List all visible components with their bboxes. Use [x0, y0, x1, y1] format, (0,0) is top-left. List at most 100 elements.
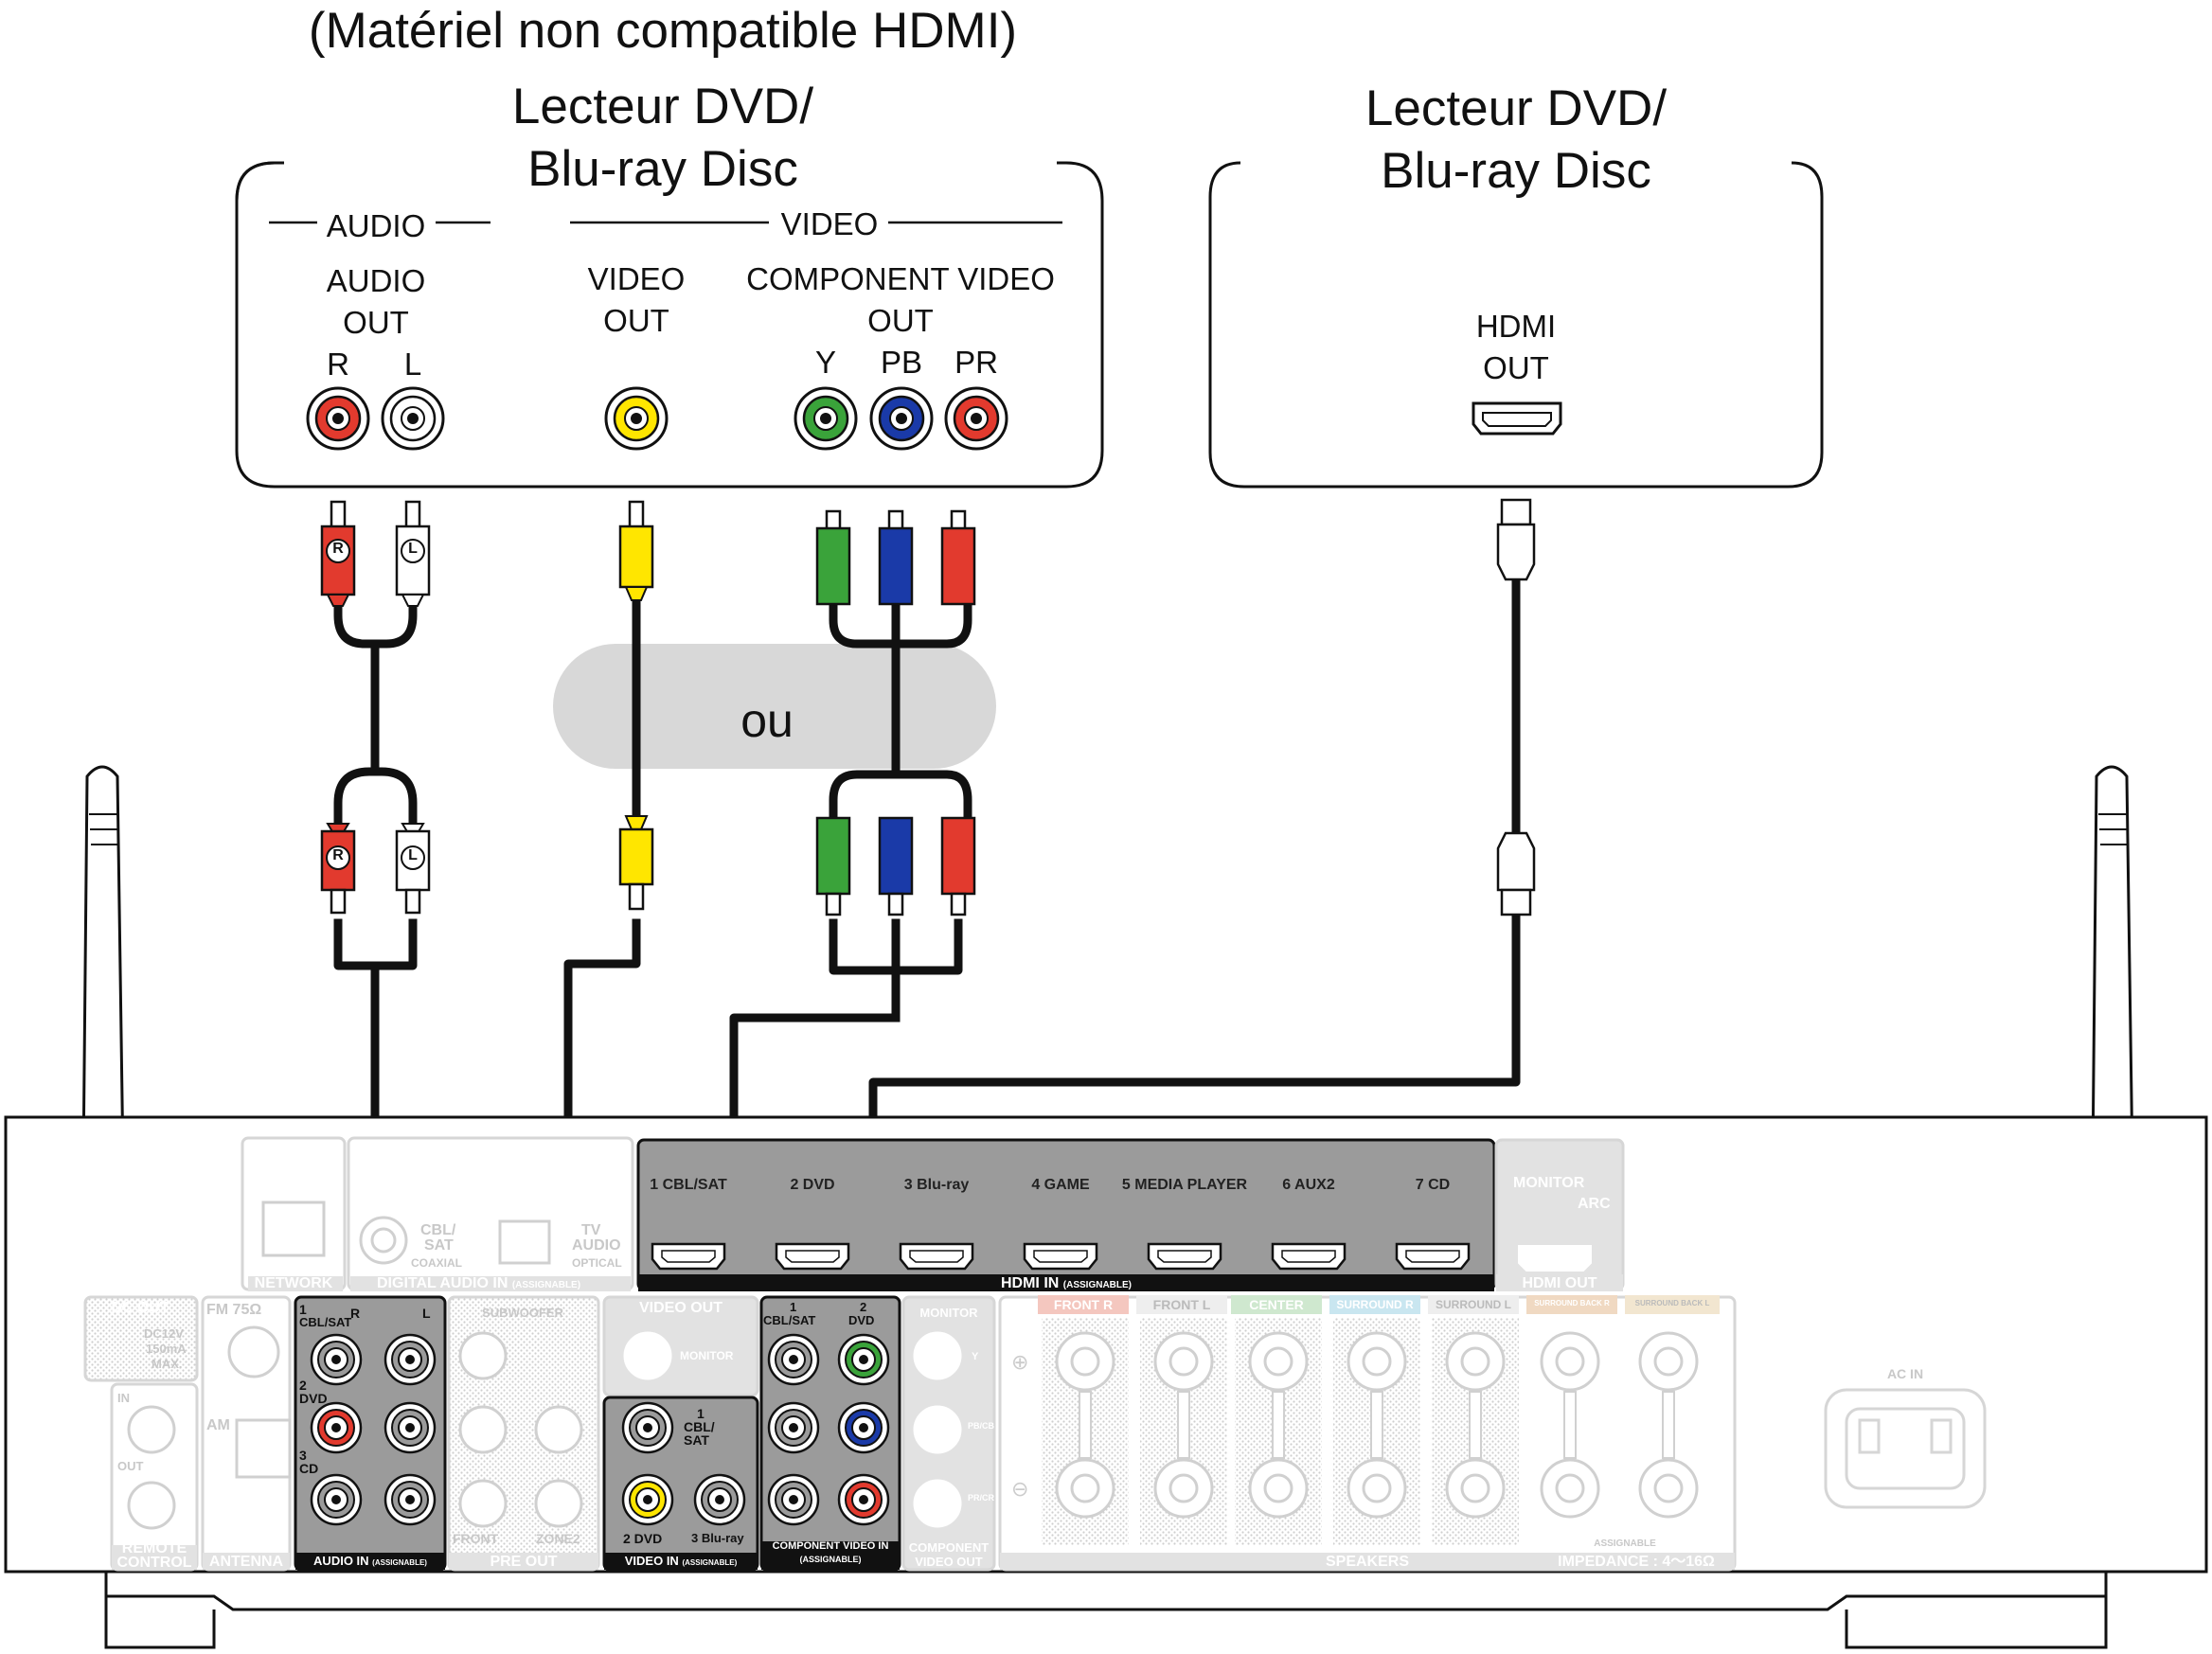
speakers-label: SPEAKERS [1325, 1554, 1410, 1570]
comp-in-line2: (ASSIGNABLE) [799, 1555, 862, 1564]
comp-in-line1: COMPONENT VIDEO IN [772, 1540, 889, 1552]
hdmi-in-port-7 [1395, 1242, 1471, 1271]
audio-in-2: 2 [299, 1378, 307, 1393]
coax-line2: SAT [424, 1237, 454, 1254]
video-in-jack-2 [621, 1473, 674, 1526]
remote-line1: REMOTE [121, 1540, 187, 1556]
sp-front-l: FRONT L [1152, 1297, 1211, 1312]
or-label: ou [740, 694, 794, 747]
comp-y: Y [972, 1351, 979, 1362]
jack-audio-l [381, 386, 445, 451]
plug-pb-top [878, 509, 914, 606]
hdmi-in-label-4: 4 GAME [1031, 1177, 1090, 1193]
jack-pr-label: PR [954, 345, 998, 380]
sp-center: CENTER [1249, 1297, 1304, 1312]
hdmi-in-label-6: 6 AUX2 [1282, 1177, 1335, 1193]
audio-in-jack-1r [310, 1333, 363, 1386]
sp-back-r: SURROUND BACK R [1534, 1299, 1610, 1307]
hdmi-out-label: HDMI OUT [1522, 1275, 1597, 1291]
audio-in-label: AUDIO IN (ASSIGNABLE) [313, 1555, 427, 1567]
plug-hdmi-top [1496, 498, 1536, 581]
left-device-title-line2: Blu-ray Disc [527, 141, 798, 197]
comp-out-line2: VIDEO OUT [915, 1555, 983, 1569]
remote-in: IN [117, 1391, 130, 1405]
network-label: NETWORK [254, 1275, 333, 1291]
remote-out: OUT [117, 1459, 144, 1473]
coax-label: COAXIAL [411, 1256, 462, 1270]
video-in-3bluray: 3 Blu-ray [691, 1531, 744, 1545]
monitor-label: MONITOR [1513, 1175, 1585, 1191]
am-label: AM [206, 1417, 230, 1433]
comp-in-jack-2pr [837, 1473, 890, 1526]
fm-label: FM 75Ω [206, 1302, 262, 1318]
audio-group-label: AUDIO [326, 208, 426, 243]
plug-letter-l-bottom: L [408, 847, 418, 863]
comp-monitor: MONITOR [919, 1306, 978, 1320]
plug-letter-r-bottom: R [332, 847, 344, 863]
video-out-line1: VIDEO [587, 261, 686, 296]
plug-pr-top [940, 509, 976, 606]
remote-line2: CONTROL [116, 1555, 192, 1571]
jack-pb-label: PB [880, 345, 923, 380]
hdmi-in-port-4 [1023, 1242, 1098, 1271]
hdmi-in-port-5 [1147, 1242, 1222, 1271]
video-out-line2: OUT [603, 303, 669, 338]
audio-in-3: 3 [299, 1448, 307, 1463]
comp-cblsat: CBL/SAT [763, 1313, 816, 1327]
plug-y-bottom [815, 816, 851, 916]
jack-pr [944, 386, 1008, 451]
video-in-assignable: (ASSIGNABLE) [682, 1558, 738, 1567]
component-line1: COMPONENT VIDEO [746, 261, 1055, 296]
ac-in-label: AC IN [1886, 1366, 1924, 1381]
video-in-cblsat-1: CBL/ [684, 1419, 715, 1434]
audio-in-cd: CD [299, 1461, 319, 1476]
hdmi-in-label-1: 1 CBL/SAT [650, 1177, 727, 1193]
comp-2: 2 [860, 1300, 867, 1314]
plug-letter-r-top: R [332, 541, 344, 557]
comp-pr: PR/CR [968, 1493, 995, 1503]
dc-spec-1: DC12V [144, 1326, 184, 1341]
right-device-outline [1208, 161, 1824, 489]
impedance-label: IMPEDANCE : 4～16Ω [1558, 1554, 1715, 1570]
comp-out-line1: COMPONENT [908, 1540, 990, 1555]
arc-label: ARC [1578, 1196, 1611, 1212]
sp-front-r: FRONT R [1053, 1297, 1114, 1312]
plug-y-top [815, 509, 851, 606]
plug-pr-bottom [940, 816, 976, 916]
tv-audio-line1: TV [581, 1222, 601, 1238]
header-note: (Matériel non compatible HDMI) [308, 3, 1018, 59]
comp-dvd: DVD [848, 1313, 875, 1327]
audio-in-jack-1l [384, 1333, 437, 1386]
comp-in-jack-2pb [837, 1401, 890, 1454]
audio-out-line2: OUT [343, 305, 409, 340]
hdmi-in-label-2: 2 DVD [790, 1177, 835, 1193]
digital-audio-assignable: (ASSIGNABLE) [511, 1280, 581, 1290]
jack-audio-r [306, 386, 370, 451]
hdmi-in-assignable: (ASSIGNABLE) [1062, 1280, 1133, 1290]
hdmi-in-label-5: 5 MEDIA PLAYER [1121, 1177, 1248, 1193]
hdmi-in-port-2 [775, 1242, 850, 1271]
right-device-title-line1: Lecteur DVD/ [1365, 80, 1668, 136]
right-device-title-line2: Blu-ray Disc [1381, 143, 1651, 199]
coax-line1: CBL/ [420, 1222, 456, 1238]
video-out-label: VIDEO OUT [638, 1300, 723, 1316]
dc-spec-3: MAX. [152, 1357, 183, 1371]
comp-in-jack-1pb [767, 1401, 820, 1454]
hdmi-out-line2: OUT [1483, 350, 1549, 385]
plug-pb-bottom [878, 816, 914, 916]
plug-letter-l-top: L [408, 541, 418, 557]
subwoofer-label: SUBWOOFER [482, 1306, 563, 1320]
or-bubble [553, 644, 996, 769]
assignable-small: ASSIGNABLE [1594, 1538, 1656, 1549]
video-in-jack-3 [693, 1473, 746, 1526]
audio-in-jack-3l [384, 1473, 437, 1526]
video-in-text: VIDEO IN [624, 1554, 679, 1568]
svg-text:⊖: ⊖ [1011, 1478, 1028, 1502]
plug-video-bottom [618, 815, 654, 911]
digital-audio-label: DIGITAL AUDIO IN (ASSIGNABLE) [377, 1276, 580, 1291]
pre-front: FRONT [453, 1531, 499, 1546]
sp-back-l: SURROUND BACK L [1634, 1299, 1710, 1307]
audio-in-assignable: (ASSIGNABLE) [372, 1558, 427, 1567]
